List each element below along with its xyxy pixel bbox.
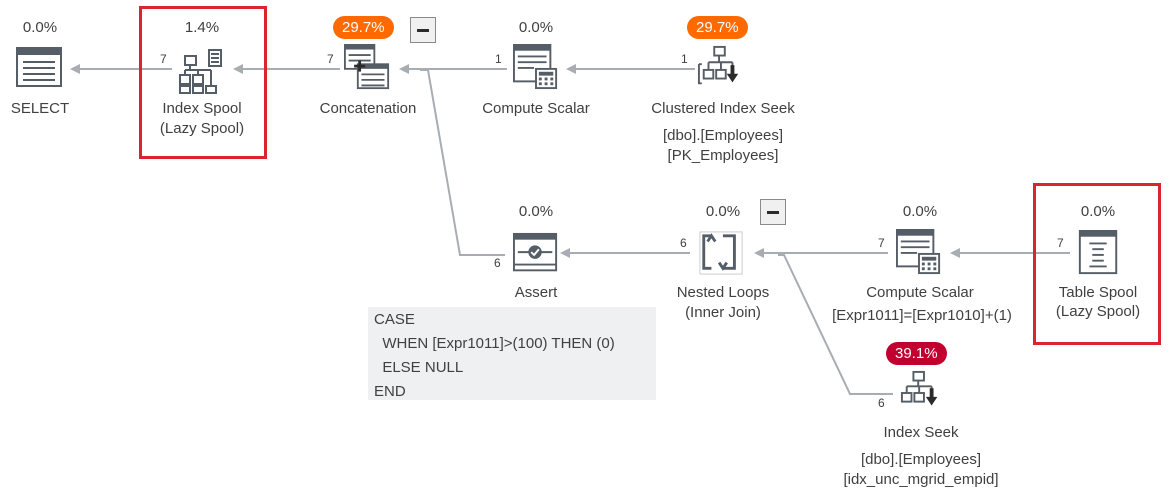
table-spool-icon[interactable]	[1076, 230, 1122, 276]
label-index-seek-1: Index Seek	[883, 424, 959, 441]
concatenation-icon[interactable]	[344, 44, 390, 90]
label-assert: Assert	[514, 284, 558, 301]
pct-index-spool: 1.4%	[184, 19, 220, 36]
edge-assert-concat	[420, 69, 505, 256]
label-table-spool-1: Table Spool	[1058, 284, 1138, 301]
cost-badge-index-seek: 39.1%	[886, 342, 947, 365]
label-select: SELECT	[10, 100, 70, 117]
nested-loops-icon[interactable]	[698, 230, 744, 276]
highlight-table-spool	[1033, 183, 1161, 345]
label-clustered-index-seek-3: [PK_Employees]	[667, 147, 779, 164]
count-table-spool: 7	[1057, 236, 1064, 250]
label-clustered-index-seek-2: [dbo].[Employees]	[662, 127, 784, 144]
assert-predicate-box: CASE WHEN [Expr1011]>(100) THEN (0) ELSE…	[368, 307, 656, 400]
count-index-spool: 7	[160, 52, 167, 66]
count-clustered-index-seek: 1	[681, 52, 688, 66]
predicate-line: CASE	[374, 311, 415, 328]
compute-scalar-icon[interactable]	[896, 229, 942, 275]
cost-badge-concatenation: 29.7%	[333, 16, 394, 39]
highlight-index-spool	[139, 6, 267, 159]
cost-badge-clustered-index-seek: 29.7%	[687, 16, 748, 39]
label-index-spool-2: (Lazy Spool)	[159, 120, 245, 137]
pct-table-spool: 0.0%	[1080, 203, 1116, 220]
label-compute-scalar-bottom-1: Compute Scalar	[866, 284, 974, 301]
count-concatenation: 7	[327, 52, 334, 66]
label-nested-loops-1: Nested Loops	[676, 284, 770, 301]
label-index-seek-2: [dbo].[Employees]	[860, 451, 982, 468]
count-compute-scalar-bottom: 7	[878, 236, 885, 250]
predicate-line: WHEN [Expr1011]>(100) THEN (0)	[374, 335, 615, 352]
pct-nested-loops: 0.0%	[705, 203, 741, 220]
index-seek-icon[interactable]	[900, 370, 946, 416]
count-nested-loops: 6	[680, 236, 687, 250]
predicate-line: END	[374, 383, 406, 400]
label-clustered-index-seek-1: Clustered Index Seek	[651, 100, 795, 117]
edge-indexseek-nestedloops	[778, 254, 893, 395]
minus-icon	[767, 210, 779, 214]
pct-assert: 0.0%	[518, 203, 554, 220]
label-nested-loops-2: (Inner Join)	[685, 304, 761, 321]
label-index-seek-3: [idx_unc_mgrid_empid]	[843, 471, 999, 488]
assert-icon[interactable]	[513, 232, 559, 278]
pct-compute-scalar-bottom: 0.0%	[902, 203, 938, 220]
collapse-button-nested-loops[interactable]	[760, 199, 786, 225]
collapse-button-concatenation[interactable]	[410, 17, 436, 43]
compute-scalar-icon[interactable]	[513, 44, 559, 90]
label-compute-scalar-bottom-2: [Expr1011]=[Expr1010]+(1)	[832, 307, 1012, 324]
count-assert: 6	[494, 256, 501, 270]
label-index-spool-1: Index Spool	[162, 100, 242, 117]
predicate-line: ELSE NULL	[374, 359, 464, 376]
select-icon[interactable]	[16, 46, 62, 92]
label-concatenation: Concatenation	[319, 100, 417, 117]
pct-select: 0.0%	[22, 19, 58, 36]
count-compute-scalar-top: 1	[495, 52, 502, 66]
pct-compute-scalar-top: 0.0%	[518, 19, 554, 36]
minus-icon	[417, 28, 429, 32]
count-index-seek: 6	[878, 396, 885, 410]
label-table-spool-2: (Lazy Spool)	[1055, 303, 1141, 320]
clustered-index-seek-icon[interactable]	[697, 45, 743, 91]
index-spool-icon[interactable]	[179, 48, 225, 94]
label-compute-scalar-top: Compute Scalar	[482, 100, 590, 117]
